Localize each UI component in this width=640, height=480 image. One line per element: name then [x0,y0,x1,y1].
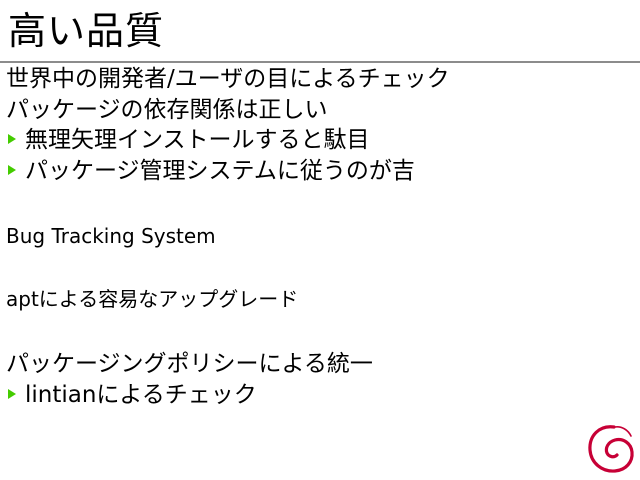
bullet-item-1: 無理矢理インストールすると駄目 [8,125,370,155]
text-line-1: 世界中の開発者/ユーザの目によるチェック [6,66,450,92]
bullet-item-1-label: 無理矢理インストールすると駄目 [25,127,370,153]
bullet-icon [8,388,16,399]
bullet-item-3: lintianによるチェック [8,380,257,410]
title-divider [0,61,640,63]
text-line-5: パッケージングポリシーによる統一 [6,351,373,377]
bullet-icon [8,164,16,175]
bullet-item-2-label: パッケージ管理システムに従うのが吉 [25,158,415,184]
debian-swirl-logo-icon [588,425,634,473]
slide-title: 高い品質 [8,9,165,53]
text-line-4: aptによる容易なアップグレード [6,287,299,311]
text-line-3: Bug Tracking System [6,224,216,248]
bullet-icon [8,133,16,144]
bullet-item-3-label: lintianによるチェック [25,382,257,408]
text-line-2: パッケージの依存関係は正しい [6,97,328,123]
bullet-item-2: パッケージ管理システムに従うのが吉 [8,156,415,186]
